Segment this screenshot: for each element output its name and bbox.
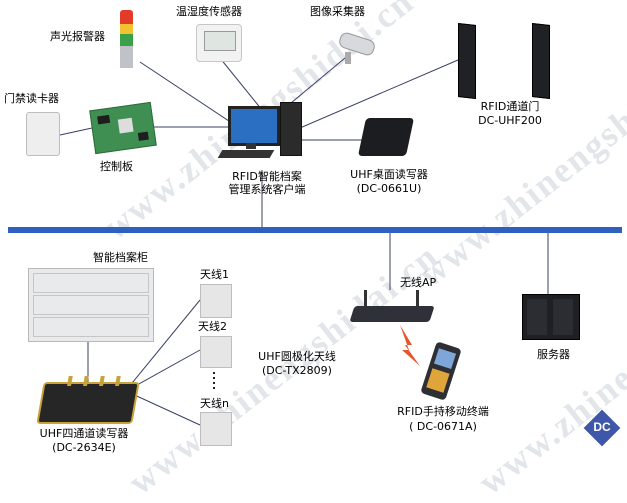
antenna-model-label-1: UHF圆极化天线 [258, 350, 336, 363]
wireless-signal-icon [400, 325, 420, 366]
client-label-2: 管理系统客户端 [228, 183, 306, 196]
temp-sensor-icon [196, 24, 242, 62]
handheld-label-1: RFID手持移动终端 [397, 405, 489, 418]
pc-client-icon [217, 100, 304, 162]
client-label-1: RFID智能档案 [232, 170, 302, 183]
antenna2-label: 天线2 [198, 320, 227, 333]
connection-lines [8, 57, 622, 426]
handheld-label-2: ( DC-0671A) [409, 420, 477, 433]
server-label: 服务器 [537, 348, 570, 361]
antenna1-label: 天线1 [200, 268, 229, 281]
four-channel-reader-label-2: (DC-2634E) [52, 441, 116, 454]
four-channel-reader-icon [36, 376, 140, 424]
desktop-reader-label-1: UHF桌面读写器 [350, 168, 428, 181]
wifi-ap-label: 无线AP [400, 276, 437, 289]
antennaN-label: 天线n [200, 397, 229, 410]
dc-logo-text: DC [593, 420, 611, 434]
antenna1-icon [200, 284, 232, 318]
antennaN-icon [200, 412, 232, 446]
rfid-gate-label-1: RFID通道门 [480, 100, 540, 113]
server-icon [522, 294, 580, 340]
desktop-reader-icon [357, 118, 415, 156]
camera-icon [335, 28, 377, 66]
four-channel-reader-label-1: UHF四通道读写器 [39, 427, 129, 440]
antenna-model-label-2: (DC-TX2809) [262, 364, 332, 377]
door-reader-label: 门禁读卡器 [4, 92, 59, 105]
wifi-ap-icon [349, 290, 435, 326]
smart-cabinet-icon [28, 268, 154, 342]
dc-logo: DC [583, 409, 621, 447]
desktop-reader-label-2: (DC-0661U) [356, 182, 422, 195]
antenna2-icon [200, 336, 232, 368]
controller-label: 控制板 [100, 160, 133, 173]
temp-sensor-label: 温湿度传感器 [176, 5, 242, 18]
rfid-gate-label-2: DC-UHF200 [478, 114, 542, 127]
controller-board-icon [89, 101, 157, 155]
rfid-gate-left-icon [458, 23, 476, 99]
rfid-gate-right-icon [532, 23, 550, 99]
alarm-label: 声光报警器 [50, 30, 105, 43]
door-reader-icon [26, 112, 60, 156]
alarm-light-icon [120, 10, 133, 68]
camera-label: 图像采集器 [310, 5, 365, 18]
cabinet-label: 智能档案柜 [93, 251, 148, 264]
